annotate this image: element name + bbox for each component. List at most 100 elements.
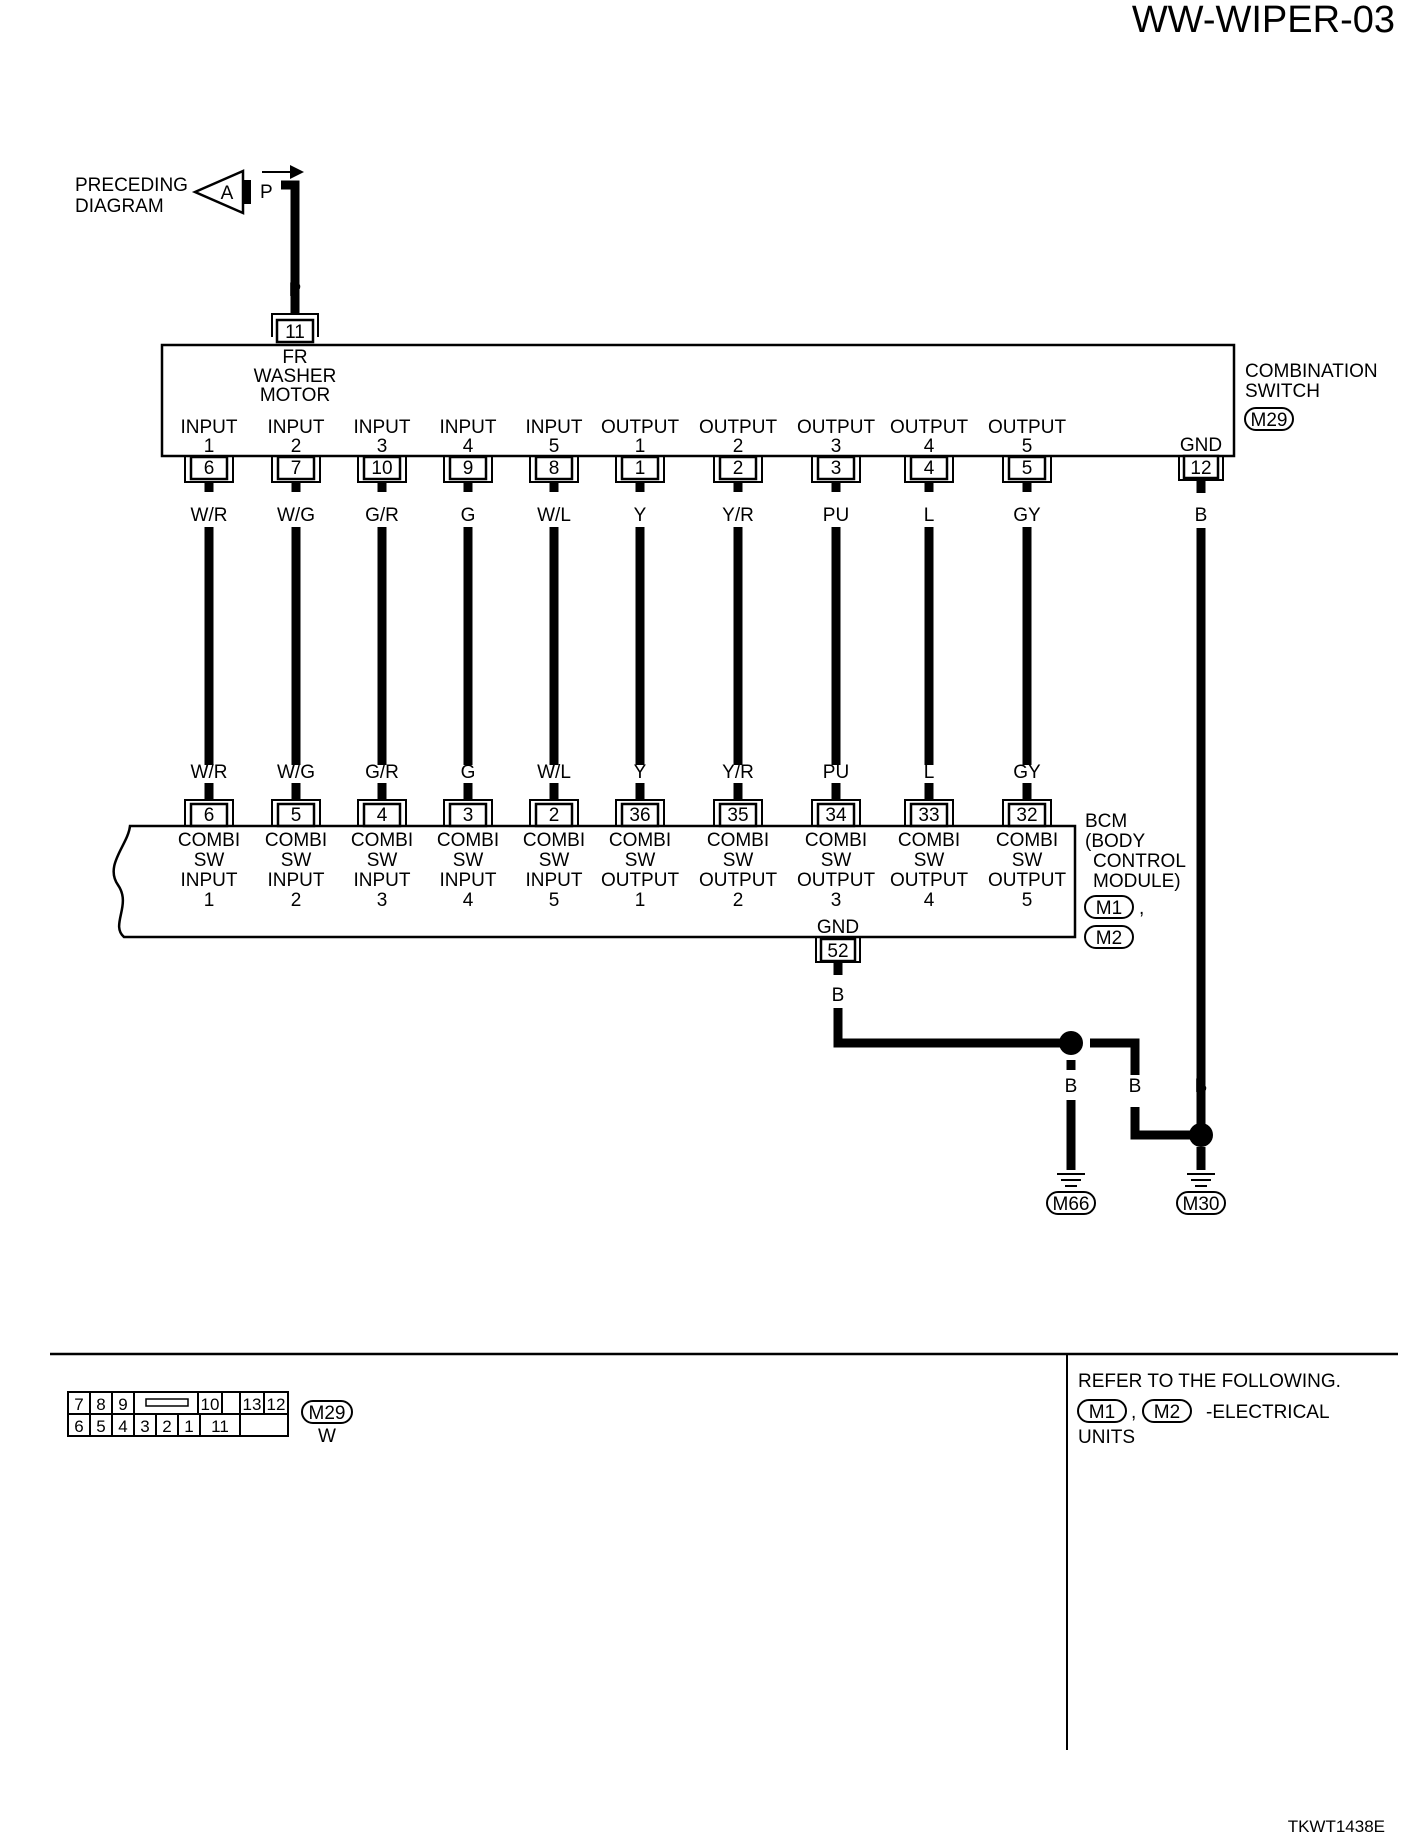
bcm-terminal-label: 34 [825,805,847,826]
bcm-pin-line3: INPUT [440,870,497,891]
refer-badge-m2: M2 [1142,1399,1192,1423]
bcm-terminal: 34 [811,799,861,828]
wire-color-top: W/R [191,505,228,526]
switch-pin-number: 4 [463,436,474,457]
connector-face-badge: M29 [301,1400,353,1424]
wire-color-bottom: G/R [365,762,399,783]
switch-terminal-label: 5 [1022,458,1033,479]
wire-color-top: G/R [365,505,399,526]
switch-terminal-label: 4 [924,458,935,479]
bcm-box [112,824,1077,939]
ground-m30-label: M30 [1183,1194,1220,1215]
switch-pin-number: 2 [733,436,744,457]
wire-color-top: PU [823,505,849,526]
bcm-pin-line1: COMBI [805,830,867,851]
connector-face-lock [145,1398,189,1407]
splice-1 [1059,1031,1083,1055]
switch-pin-label: OUTPUT [890,417,969,438]
switch-pin-label: INPUT [354,417,411,438]
refer-sep: , [1131,1402,1136,1423]
connector-badge-m2: M2 [1084,925,1134,949]
switch-pin-label: OUTPUT [699,417,778,438]
bcm-terminal-label: 33 [918,805,939,826]
connector-face-cell: 3 [140,1417,149,1436]
switch-pin-label: INPUT [268,417,325,438]
ground-wire-b2: B [1129,1076,1142,1097]
bcm-terminal-label: 36 [629,805,650,826]
preceding-connector-letter: A [221,183,234,204]
switch-terminal-label: 9 [463,458,474,479]
bcm-terminal: 3 [443,799,493,828]
bcm-pin-line2: SW [914,850,945,871]
bcm-pin-line1: COMBI [707,830,769,851]
refer-suffix: -ELECTRICAL [1206,1402,1330,1423]
connector-face-cell: 2 [162,1417,171,1436]
page-title: WW-WIPER-03 [1132,0,1395,41]
preceding-connector-flag [191,169,245,215]
bcm-pin-number: 1 [204,890,215,911]
bcm-pin-line2: SW [194,850,225,871]
switch-pin-number: 4 [924,436,935,457]
bcm-terminal: 4 [357,799,407,828]
wire-color-top: GY [1013,505,1041,526]
bcm-pin-number: 1 [635,890,646,911]
connector-m1-label: M1 [1096,898,1122,919]
bcm-terminal-label: 6 [204,805,215,826]
bcm-comma: , [1139,898,1144,919]
connector-face-cell: 4 [118,1417,127,1436]
bcm-terminal-label: 35 [727,805,748,826]
switch-pin-label: INPUT [526,417,583,438]
refer-line-1: REFER TO THE FOLLOWING. [1078,1371,1341,1392]
refer-m1-label: M1 [1089,1402,1115,1423]
bcm-terminal-label: 2 [549,805,560,826]
wire-jog-to-splice2 [1130,1107,1190,1140]
preceding-wire-color: P [260,182,273,203]
switch-pin-label: OUTPUT [797,417,876,438]
bcm-pin-line3: OUTPUT [988,870,1067,891]
wire-color-bottom: PU [823,762,849,783]
terminal-11: 11 [271,313,319,344]
switch-terminal-label: 10 [371,458,392,479]
switch-terminal-label: 3 [831,458,842,479]
ground-wire-b1: B [1065,1076,1078,1097]
switch-terminal: 10 [357,455,407,483]
bcm-pin-line1: COMBI [898,830,960,851]
switch-pin-label: OUTPUT [988,417,1067,438]
wire-color-bottom: Y/R [722,762,754,783]
terminal-12-label: 12 [1190,458,1211,479]
bcm-pin-line3: OUTPUT [797,870,876,891]
bcm-pin-line1: COMBI [437,830,499,851]
bcm-pin-line3: OUTPUT [699,870,778,891]
bcm-pin-number: 2 [291,890,302,911]
top-arrow-head [290,165,304,179]
bcm-pin-number: 5 [549,890,560,911]
connector-face-cell: 12 [267,1395,286,1414]
bcm-name-2: (BODY [1085,831,1146,852]
switch-terminal: 2 [713,455,763,483]
switch-terminal: 4 [904,455,954,483]
connector-face-cell: 1 [184,1417,193,1436]
combination-switch-name-1: COMBINATION [1245,361,1378,382]
wire-color-top: W/L [537,505,571,526]
ground-symbol-m66: M66 [1046,1173,1096,1215]
bcm-name-3: CONTROL [1093,851,1186,872]
switch-pin-label: INPUT [181,417,238,438]
bcm-pin-line2: SW [453,850,484,871]
connector-face-cell: 8 [96,1395,105,1414]
bcm-pin-number: 4 [463,890,474,911]
bcm-terminal: 36 [615,799,665,828]
switch-pin-number: 1 [204,436,215,457]
switch-terminal-label: 6 [204,458,215,479]
preceding-label-1: PRECEDING [75,175,188,196]
ground-wire-b3: B [1195,1076,1208,1097]
bcm-pin-line2: SW [367,850,398,871]
wire-color-bottom: W/R [191,762,228,783]
wire-color-bottom: W/G [277,762,315,783]
preceding-connector-tab [243,180,251,204]
connector-badge-m29: M29 [1244,407,1294,431]
